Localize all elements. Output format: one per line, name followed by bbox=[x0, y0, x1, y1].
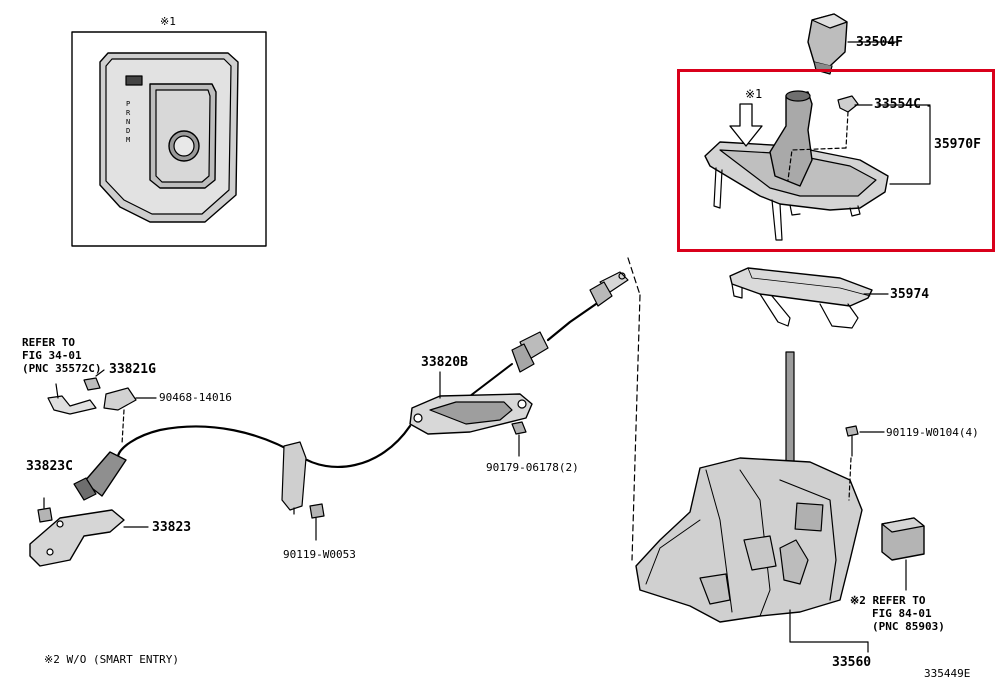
label-35970F: 35970F bbox=[934, 137, 981, 152]
inset-mark: ※1 bbox=[160, 15, 176, 28]
label-33504F: 33504F bbox=[856, 35, 903, 50]
shift-knob-drawing bbox=[807, 13, 899, 75]
shift-boot-assembly-drawing bbox=[704, 90, 931, 241]
label-33823C: 33823C bbox=[26, 459, 73, 474]
arrow-mark: ※1 bbox=[745, 87, 763, 101]
footnote: ※2 W/O (SMART ENTRY) bbox=[44, 653, 180, 666]
label-35974: 35974 bbox=[890, 287, 930, 302]
shifter-base-drawing bbox=[635, 351, 925, 653]
diagram-id: 335449E bbox=[924, 667, 971, 680]
bracket-35974-drawing bbox=[729, 267, 889, 329]
label-90179-06178: 90179-06178(2) bbox=[486, 461, 579, 474]
label-33823: 33823 bbox=[152, 520, 192, 535]
shift-cable-drawing bbox=[29, 271, 629, 567]
guide-dashed-line bbox=[631, 294, 641, 561]
inset-shift-panel bbox=[71, 31, 267, 247]
highlight-box bbox=[677, 69, 995, 252]
label-90119-W0104: 90119-W0104(4) bbox=[886, 426, 979, 439]
label-90119-W0053: 90119-W0053 bbox=[283, 548, 356, 561]
refer-note-left: REFER TO FIG 34-01 (PNC 35572C) bbox=[22, 336, 102, 375]
label-90468-14016: 90468-14016 bbox=[159, 391, 232, 404]
refer-note-right: ※2 REFER TO FIG 84-01 (PNC 85903) bbox=[850, 594, 945, 633]
inset-gear-letters: P R N D M bbox=[126, 100, 131, 144]
label-33560: 33560 bbox=[832, 655, 872, 670]
label-33554C: 33554C bbox=[874, 97, 921, 112]
label-33821G: 33821G bbox=[109, 362, 156, 377]
label-33820B: 33820B bbox=[421, 355, 468, 370]
